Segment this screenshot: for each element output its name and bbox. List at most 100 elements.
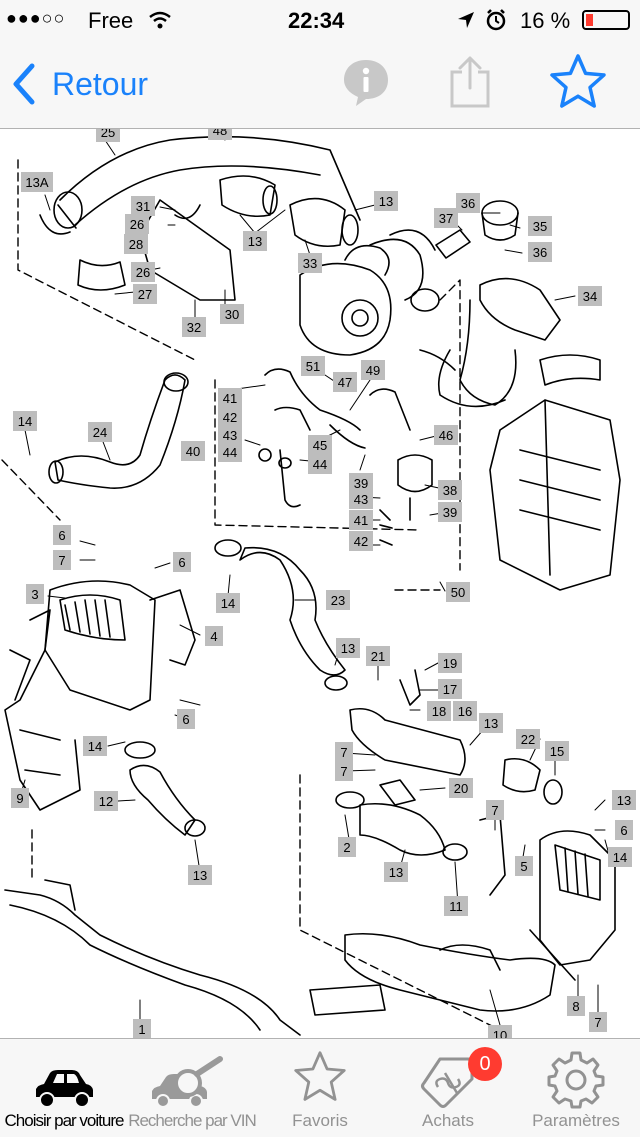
part-callout-label[interactable]: 36: [461, 196, 475, 211]
part-callout-label[interactable]: 39: [354, 476, 368, 491]
part-callout-label[interactable]: 13: [484, 716, 498, 731]
back-button[interactable]: Retour: [10, 60, 148, 108]
callout-box: [335, 742, 353, 762]
status-bar: ●●●○○ Free 22:34 16 %: [0, 0, 640, 40]
part-callout-label[interactable]: 17: [443, 682, 457, 697]
callout-box: [131, 262, 155, 282]
part-callout-label[interactable]: 47: [338, 375, 352, 390]
part-callout-label[interactable]: 8: [572, 999, 579, 1014]
part-callout-label[interactable]: 51: [306, 359, 320, 374]
callout-box: [188, 865, 212, 885]
part-callout-label[interactable]: 13: [341, 641, 355, 656]
callout-box: [612, 790, 636, 810]
part-callout-label[interactable]: 18: [432, 704, 446, 719]
part-callout-label[interactable]: 9: [16, 791, 23, 806]
battery-percent: 16 %: [520, 8, 571, 33]
part-callout-label[interactable]: 50: [451, 585, 465, 600]
part-callout-label[interactable]: 34: [583, 289, 597, 304]
callout-box: [456, 193, 480, 213]
callout-box: [528, 242, 552, 262]
part-callout-label[interactable]: 44: [313, 457, 327, 472]
part-callout-label[interactable]: 40: [186, 444, 200, 459]
part-callout-label[interactable]: 48: [213, 129, 227, 138]
part-callout-label[interactable]: 7: [58, 553, 65, 568]
part-callout-label[interactable]: 35: [533, 219, 547, 234]
part-callout-label[interactable]: 21: [371, 649, 385, 664]
part-callout-label[interactable]: 23: [331, 593, 345, 608]
part-callout-label[interactable]: 1: [138, 1022, 145, 1037]
callout-box: [438, 653, 462, 673]
part-callout-label[interactable]: 36: [533, 245, 547, 260]
part-callout-label[interactable]: 39: [443, 505, 457, 520]
part-callout-label[interactable]: 24: [93, 425, 107, 440]
part-callout-label[interactable]: 14: [613, 850, 627, 865]
part-callout-label[interactable]: 14: [221, 596, 235, 611]
part-callout-label[interactable]: 31: [136, 199, 150, 214]
part-callout-label[interactable]: 45: [313, 438, 327, 453]
alarm-icon: [486, 9, 506, 31]
part-callout-label[interactable]: 13: [389, 865, 403, 880]
part-callout-label[interactable]: 4: [210, 629, 217, 644]
favorite-star-icon[interactable]: [548, 52, 608, 112]
part-callout-label[interactable]: 41: [354, 513, 368, 528]
part-callout-label[interactable]: 5: [520, 859, 527, 874]
part-callout-label[interactable]: 22: [521, 732, 535, 747]
part-callout-label[interactable]: 37: [439, 211, 453, 226]
part-callout-label[interactable]: 38: [443, 483, 457, 498]
part-callout-label[interactable]: 43: [223, 428, 237, 443]
part-callout-label[interactable]: 42: [223, 410, 237, 425]
part-callout-label[interactable]: 42: [354, 534, 368, 549]
part-callout-label[interactable]: 46: [439, 428, 453, 443]
callout-box: [336, 638, 360, 658]
part-callout-label[interactable]: 25: [101, 129, 115, 140]
part-callout-label[interactable]: 19: [443, 656, 457, 671]
info-icon[interactable]: [340, 56, 392, 108]
part-callout-label[interactable]: 14: [18, 414, 32, 429]
part-callout-label[interactable]: 15: [550, 744, 564, 759]
tab-purchases[interactable]: 0 Achats: [384, 1039, 512, 1137]
part-callout-label[interactable]: 20: [454, 781, 468, 796]
part-callout-label[interactable]: 7: [340, 745, 347, 760]
part-callout-label[interactable]: 3: [31, 587, 38, 602]
part-callout-label[interactable]: 28: [129, 237, 143, 252]
part-callout-label[interactable]: 32: [187, 320, 201, 335]
part-callout-label[interactable]: 13: [617, 793, 631, 808]
part-callout-label[interactable]: 49: [366, 363, 380, 378]
part-callout-label[interactable]: 6: [182, 712, 189, 727]
part-callout-label[interactable]: 44: [223, 445, 237, 460]
part-callout-label[interactable]: 7: [491, 803, 498, 818]
callout-box: [88, 422, 112, 442]
part-callout-label[interactable]: 7: [594, 1015, 601, 1030]
part-callout-label[interactable]: 6: [620, 823, 627, 838]
part-callout-label[interactable]: 7: [340, 764, 347, 779]
part-callout-label[interactable]: 16: [458, 704, 472, 719]
part-callout-label[interactable]: 6: [178, 555, 185, 570]
part-callout-label[interactable]: 11: [449, 899, 463, 914]
part-callout-label[interactable]: 14: [88, 739, 102, 754]
tab-settings[interactable]: Paramètres: [512, 1039, 640, 1137]
part-callout-label[interactable]: 27: [138, 287, 152, 302]
part-callout-label[interactable]: 26: [136, 265, 150, 280]
part-callout-label[interactable]: 13A: [25, 175, 48, 190]
callout-box: [349, 489, 373, 509]
callout-box: [301, 356, 325, 376]
part-callout-label[interactable]: 33: [303, 256, 317, 271]
callout-box: [181, 441, 205, 461]
tab-choose-by-car[interactable]: Choisir par voiture: [0, 1039, 128, 1137]
part-callout-label[interactable]: 10: [493, 1028, 507, 1038]
part-callout-label[interactable]: 6: [58, 528, 65, 543]
tab-favorites[interactable]: Favoris: [256, 1039, 384, 1137]
part-callout-label[interactable]: 13: [379, 194, 393, 209]
part-callout-label[interactable]: 12: [99, 794, 113, 809]
part-callout-label[interactable]: 2: [343, 840, 350, 855]
part-callout-label[interactable]: 13: [248, 234, 262, 249]
part-callout-label[interactable]: 41: [223, 391, 237, 406]
part-callout-label[interactable]: 13: [193, 868, 207, 883]
part-callout-label[interactable]: 26: [130, 217, 144, 232]
part-callout-label[interactable]: 43: [354, 492, 368, 507]
share-icon[interactable]: [448, 54, 492, 110]
tab-search-by-vin[interactable]: Recherche par VIN: [128, 1039, 257, 1137]
callout-box: [308, 435, 332, 455]
part-callout-label[interactable]: 30: [225, 307, 239, 322]
